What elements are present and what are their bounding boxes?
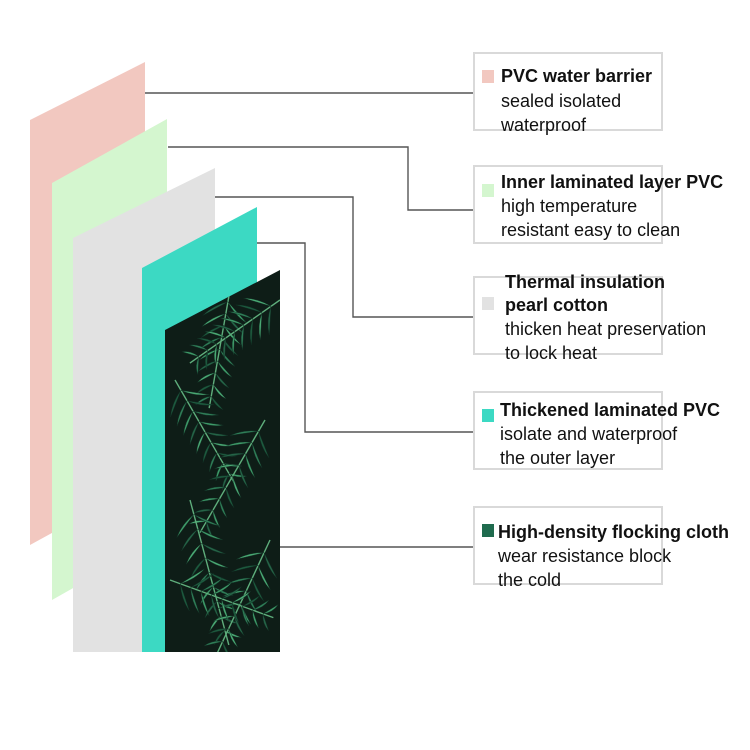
label-box-pearl-cotton (473, 276, 663, 355)
connector-lines (145, 92, 474, 548)
layer-description: wear resistance block (498, 546, 672, 566)
layer-description: to lock heat (505, 343, 598, 363)
leaf-pattern-icon (165, 270, 280, 652)
layer-description: resistant easy to clean (501, 220, 681, 240)
layer-description: thicken heat preservation (505, 319, 707, 339)
layer-description: waterproof (501, 115, 587, 135)
label-box-thickened-laminated (473, 391, 663, 470)
color-swatch (482, 184, 494, 197)
layer-title: Thickened laminated PVC (500, 400, 721, 420)
layer-description: sealed isolated (501, 91, 622, 111)
layer-title: High-density flocking cloth (498, 522, 730, 542)
color-swatch (482, 70, 494, 83)
label-box-flocking-cloth (473, 506, 663, 585)
color-swatch (482, 524, 494, 537)
connector-line-inner-laminated (168, 146, 474, 211)
color-swatch (482, 297, 494, 310)
label-box-inner-laminated (473, 165, 663, 244)
layer-title: PVC water barrier (501, 66, 653, 86)
layer-title: Thermal insulation (505, 272, 666, 292)
label-box-pvc-water-barrier (473, 52, 663, 131)
layer-description: high temperature (501, 196, 638, 216)
connector-line-thickened-laminated (257, 242, 474, 433)
layer-title-continued: pearl cotton (505, 295, 609, 315)
color-swatch (482, 409, 494, 422)
layer-description: isolate and waterproof (500, 424, 678, 444)
layer-description: the cold (498, 570, 562, 590)
connector-line-pearl-cotton (215, 196, 474, 318)
layer-title: Inner laminated layer PVC (501, 172, 724, 192)
layer-description: the outer layer (500, 448, 616, 468)
